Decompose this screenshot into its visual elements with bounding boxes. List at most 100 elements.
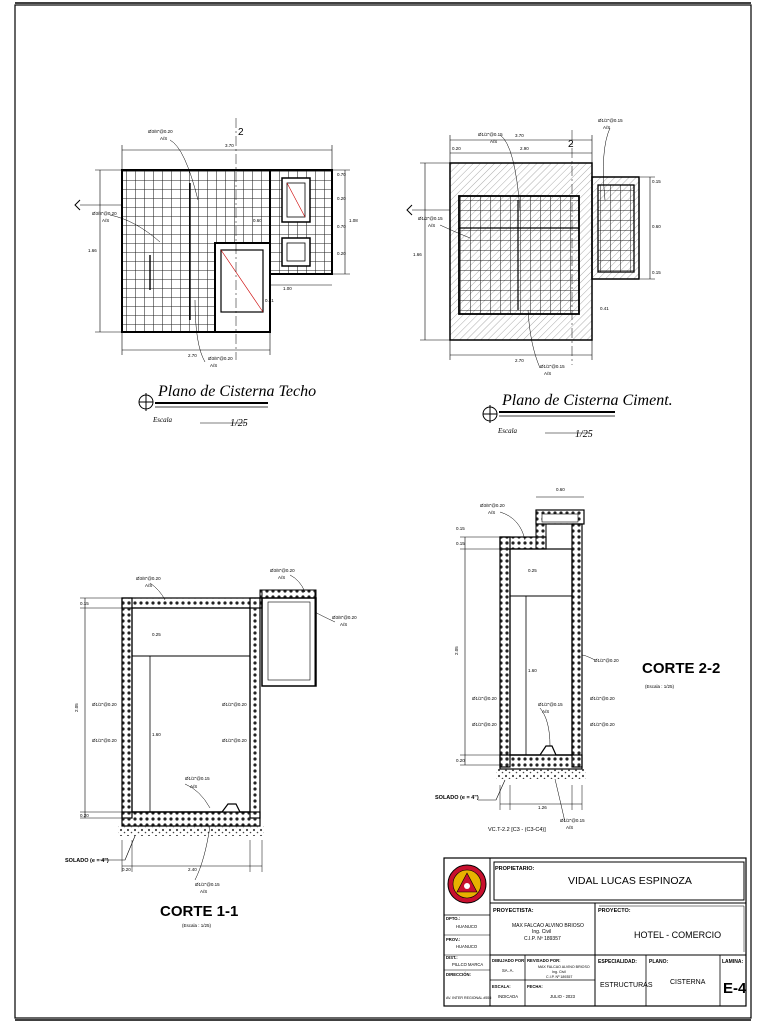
title-block <box>443 857 747 1007</box>
c22-as-7: A/S <box>542 709 549 714</box>
c22-dim-in1: 0.25 <box>528 568 537 573</box>
tb-especialidad-label: ESPECIALIDAD: <box>598 959 637 965</box>
ciment-dim-r3: 0.15 <box>652 270 661 275</box>
tb-dibujado: SA. A. <box>502 968 514 973</box>
c11-as-1: A/S <box>145 583 152 588</box>
c11-solado: SOLADO (e = 4") <box>65 858 109 864</box>
c22-dim-t1: 0.15 <box>456 526 465 531</box>
techo-dim-left: 1.66 <box>88 248 97 253</box>
c11-title: CORTE 1-1 <box>160 903 238 920</box>
tb-dibujado-label: DIBUJADO POR: <box>492 958 526 963</box>
c22-rebar-1: Ø3/8"@0.20 <box>480 503 505 508</box>
tb-plano: CISTERNA <box>670 979 706 986</box>
ciment-title: Plano de Cisterna Ciment. <box>501 392 673 409</box>
tb-revisado-3: C.I.P. Nº 189357 <box>546 975 572 979</box>
ciment-dim-left: 1.66 <box>413 252 422 257</box>
tb-fecha-label: FECHA: <box>527 984 543 989</box>
techo-dim-bottom: 2.70 <box>188 353 197 358</box>
c11-dim-w: 2.40 <box>188 867 197 872</box>
tb-proyecto-label: PROYECTO: <box>598 908 631 914</box>
tb-prov: HUANUCO <box>456 944 478 949</box>
c11-rebar-3: Ø3/8"@0.20 <box>332 615 357 620</box>
tb-propietario: VIDAL LUCAS ESPINOZA <box>568 875 692 887</box>
c22-dim-w: 1.26 <box>538 805 547 810</box>
c22-rebar-7: Ø1/2"@0.15 <box>538 702 563 707</box>
techo-scale-value: 1/25 <box>230 418 248 429</box>
c22-as-1: A/S <box>488 510 495 515</box>
c22-dim-t2: 0.15 <box>456 541 465 546</box>
techo-dim-d7: 1.00 <box>283 286 292 291</box>
c11-dim-h: 2.05 <box>74 703 79 712</box>
c11-dim-in2: 1.60 <box>152 732 161 737</box>
techo-scale-label: Escala <box>152 416 173 424</box>
c11-as-3: A/S <box>340 622 347 627</box>
ciment-dim-t1: 0.20 <box>452 146 461 151</box>
c22-rebar-2: Ø1/2"@0.20 <box>594 658 619 663</box>
techo-rebar-bottom: Ø3/8"@0.20 <box>208 356 233 361</box>
c22-rebar-4: Ø1/2"@0.20 <box>590 696 615 701</box>
tb-proyectista-2: Ing. Civil <box>532 929 551 935</box>
c22-solado: SOLADO (e = 4") <box>435 795 479 801</box>
tb-escala: INDICADA <box>498 994 518 999</box>
c11-as-9: A/S <box>200 889 207 894</box>
c11-as-2: A/S <box>278 575 285 580</box>
c11-dim-top: 0.15 <box>80 601 89 606</box>
ciment-scale-value: 1/25 <box>575 429 593 440</box>
university-seal-icon <box>447 864 487 904</box>
ciment-dim-top2: 2.90 <box>520 146 529 151</box>
tb-revisado-label: REVISADO POR: <box>527 958 561 963</box>
tb-proyecto: HOTEL - COMERCIO <box>634 930 721 940</box>
ciment-as-top: A/S <box>490 139 497 144</box>
c22-dim-h: 2.05 <box>454 646 459 655</box>
ciment-caption <box>482 405 615 434</box>
ciment-dim-r2: 0.60 <box>652 224 661 229</box>
corte-2-2 <box>460 496 596 823</box>
techo-dim-d1: 0.70 <box>337 172 346 177</box>
c11-scale: (Escala : 1/25) <box>182 923 212 928</box>
c22-vc: VC.T-2.2 [C3 - (C3-C4)] <box>488 827 546 833</box>
c11-rebar-6: Ø1/2"@0.20 <box>92 738 117 743</box>
plan-ciment <box>406 127 655 369</box>
ciment-cut-mark: 2 <box>568 139 574 150</box>
techo-as-bottom: A/S <box>210 363 217 368</box>
tb-dist: PILLCO MARCA <box>452 962 483 967</box>
c11-dim-wb: 0.20 <box>122 867 131 872</box>
tb-proyectista-3: C.I.P. Nº 189357 <box>524 936 561 942</box>
tb-dpto: HUANUCO <box>456 924 478 929</box>
c22-title: CORTE 2-2 <box>642 660 720 677</box>
tb-fecha: JULIO - 2023 <box>550 994 576 999</box>
tb-direccion: AV. INTER REGIONAL #555 <box>446 996 491 1000</box>
c22-rebar-5: Ø1/2"@0.20 <box>472 722 497 727</box>
c11-dim-bottom: 0.20 <box>80 813 89 818</box>
tb-lamina-label: LAMINA: <box>722 959 743 965</box>
ciment-dim-bottom: 2.70 <box>515 358 524 363</box>
c11-as-8: A/S <box>190 784 197 789</box>
tb-propietario-label: PROPIETARIO: <box>495 866 534 872</box>
techo-dim-d4: 0.20 <box>337 251 346 256</box>
ciment-rebar-top: Ø1/2"@0.15 <box>478 132 503 137</box>
ciment-rebar-top2: Ø1/2"@0.15 <box>598 118 623 123</box>
c22-scale: (Escala : 1/25) <box>645 684 675 689</box>
ciment-rebar-left: Ø1/2"@0.15 <box>418 216 443 221</box>
c11-rebar-8: Ø1/2"@0.15 <box>185 776 210 781</box>
techo-rebar-left: Ø3/8"@0.20 <box>92 211 117 216</box>
c11-rebar-1: Ø3/8"@0.20 <box>136 576 161 581</box>
corte-1-1 <box>80 574 336 881</box>
techo-dim-d3: 0.70 <box>337 224 346 229</box>
tb-prov-label: PROV.: <box>446 937 460 942</box>
techo-caption <box>138 393 268 424</box>
c22-rebar-8: Ø1/2"@0.15 <box>560 818 585 823</box>
tb-proyectista-1: MAX FALCAO ALVINO BRIOSO <box>512 923 584 929</box>
ciment-rebar-bottom: Ø1/2"@0.15 <box>540 364 565 369</box>
ciment-as-left: A/S <box>428 223 435 228</box>
techo-dim-d8: 0.60 <box>253 218 262 223</box>
c11-rebar-7: Ø1/2"@0.20 <box>222 738 247 743</box>
c22-rebar-3: Ø1/2"@0.20 <box>472 696 497 701</box>
techo-dim-d6: 0.41 <box>265 298 274 303</box>
c11-rebar-9: Ø1/2"@0.15 <box>195 882 220 887</box>
c22-dim-b: 0.20 <box>456 758 465 763</box>
ciment-as-top2: A/S <box>603 125 610 130</box>
techo-title: Plano de Cisterna Techo <box>157 383 316 400</box>
ciment-dim-top: 3.70 <box>515 133 524 138</box>
techo-dim-d2: 0.20 <box>337 196 346 201</box>
